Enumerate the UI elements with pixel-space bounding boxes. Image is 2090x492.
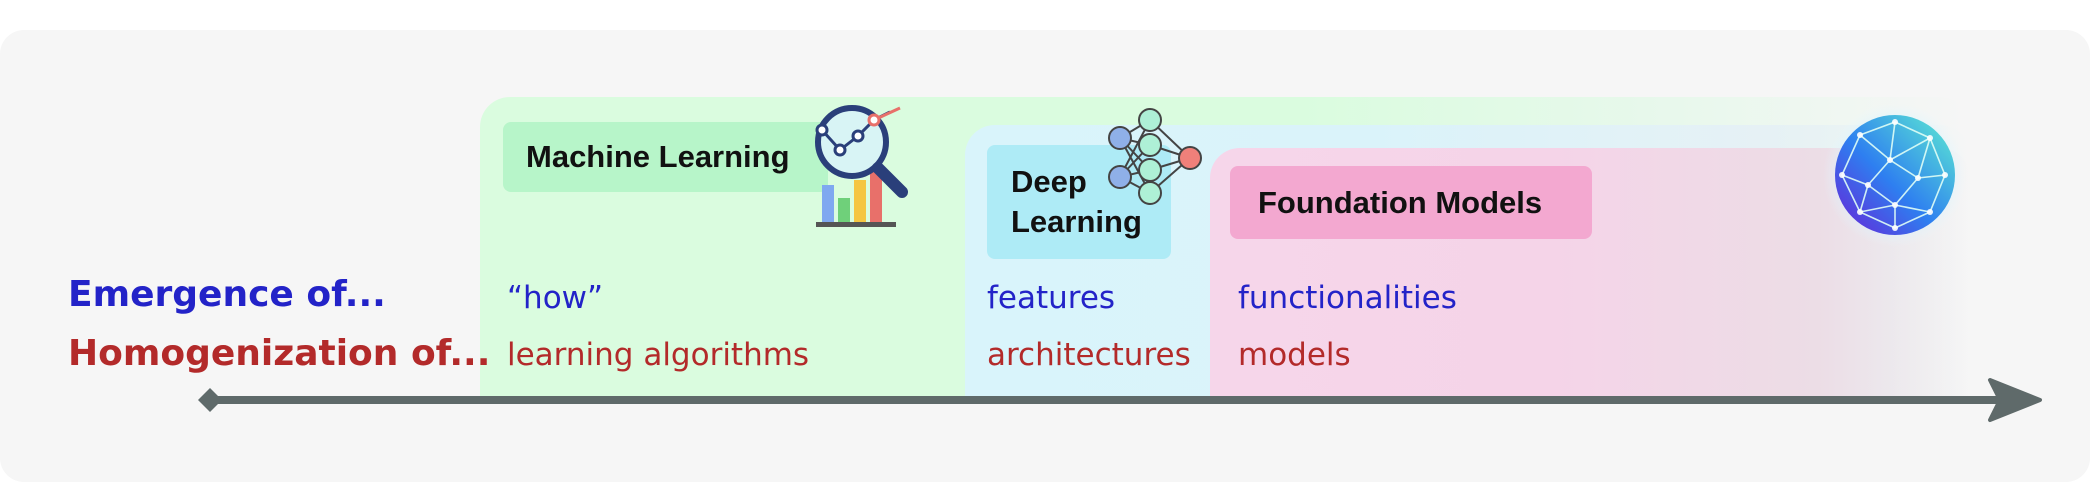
homogenization-row-label: Homogenization of... (68, 333, 491, 374)
dl-emergence: features (987, 280, 1116, 316)
fm-homogenization: models (1238, 337, 1351, 373)
globe-network-icon (1823, 103, 1967, 247)
ml-homogenization: learning algorithms (507, 337, 810, 373)
machine-learning-tag: Machine Learning (503, 122, 828, 192)
foundation-models-tag: Foundation Models (1230, 166, 1592, 239)
ml-emergence: “how” (507, 280, 604, 316)
neural-network-icon (1108, 108, 1202, 205)
fm-emergence: functionalities (1238, 280, 1457, 316)
magnifier-chart-icon (815, 105, 908, 227)
emergence-row-label: Emergence of... (68, 274, 386, 315)
dl-homogenization: architectures (987, 337, 1191, 373)
